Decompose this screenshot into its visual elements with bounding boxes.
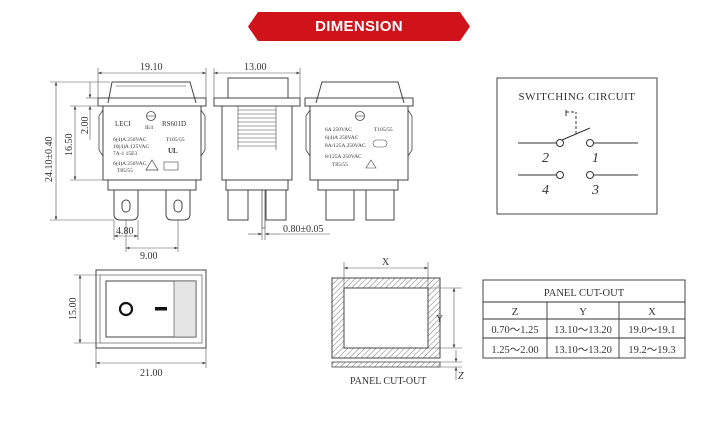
front-terminal-left (113, 190, 139, 221)
panel-label-z: Z (458, 371, 464, 382)
front-label: LECI IE4 RS601D T105/55 6(4)A 250VAC 10(… (113, 120, 186, 174)
off-symbol-icon (118, 301, 134, 317)
back-flange (304, 97, 414, 107)
dim-top-height: 15.00 (68, 298, 79, 321)
table-cell: 0.70～1.25 (491, 325, 538, 336)
label-model: RS601D (162, 120, 186, 128)
side-body (221, 105, 293, 181)
back-label-line-2: 8A/125A 250VAC (325, 143, 366, 149)
dim-pin-pitch: 9.00 (140, 251, 158, 262)
label-temp: T105/55 (166, 137, 185, 143)
label-ul-mark: UL (168, 147, 178, 155)
side-cap (227, 77, 289, 99)
switching-circuit-box: SWITCHING CIRCUIT 2 1 4 3 (496, 77, 658, 215)
panel-cutout-drawing: X Y Z PANEL CUT-OUT (331, 257, 464, 387)
label-line-0: 6(4)A 250VAC (113, 136, 147, 143)
warning-triangle (145, 159, 159, 171)
table-cell: 19.0～19.1 (628, 325, 675, 336)
dim-front-height-body: 16.50 (64, 134, 75, 157)
label-line-1: 10(4)A 125VAC (113, 143, 149, 150)
back-view (304, 81, 414, 221)
side-terminal-blade (261, 189, 266, 229)
front-base (107, 179, 197, 191)
label-brand: LECI (115, 120, 131, 128)
top-view (95, 269, 207, 349)
back-label-line-0: 6A 250VAC (325, 127, 352, 133)
pin-label-3: 3 (591, 183, 599, 198)
front-flange (97, 97, 207, 107)
back-label-rating: 8/125A 250VAC (325, 154, 362, 160)
front-screw (146, 111, 156, 121)
panel-thickness (331, 361, 441, 368)
back-terminal-right (365, 189, 395, 221)
panel-label-x: X (382, 257, 390, 268)
table-cell: 13.10～13.20 (554, 325, 612, 336)
cert-logo (163, 161, 179, 171)
table-title: PANEL CUT-OUT (544, 288, 625, 299)
side-view (213, 77, 301, 229)
circuit-title: SWITCHING CIRCUIT (519, 91, 636, 103)
dim-front-cap: 2.00 (80, 117, 91, 135)
label-mark: IE4 (145, 125, 153, 131)
back-label-temp: T105/55 (374, 127, 393, 133)
back-label: T105/55 6A 250VAC 6(4)A 250VAC 8A/125A 2… (325, 127, 393, 168)
side-flange (213, 97, 301, 107)
panel-hole (343, 287, 429, 349)
back-terminal-left (325, 189, 355, 221)
back-label-cert: T85/55 (332, 162, 348, 168)
table-header-y: Y (579, 307, 587, 318)
panel-label-y: Y (436, 314, 443, 325)
pin-label-2: 2 (542, 151, 549, 166)
on-symbol-icon (155, 307, 167, 311)
pin-label-4: 4 (542, 183, 549, 198)
back-label-line-1: 6(4)A 250VAC (325, 134, 359, 141)
circuit-frame (496, 77, 658, 215)
banner-shape (248, 12, 470, 41)
dim-terminal-thickness: 0.80±0.05 (283, 224, 324, 235)
rocker-cap (107, 81, 197, 104)
table-cell: 13.10～13.20 (554, 345, 612, 356)
dim-top-width: 21.00 (140, 368, 163, 379)
dim-front-width: 19.10 (140, 62, 163, 73)
table-cell: 1.25～2.00 (491, 345, 538, 356)
front-view (97, 81, 207, 221)
dim-pin-width: 4.80 (116, 226, 134, 237)
pin-label-1: 1 (592, 151, 599, 166)
top-dimensions (74, 274, 207, 368)
top-outline (95, 269, 207, 349)
side-terminal-left (227, 189, 249, 221)
back-cert-logo (372, 139, 388, 148)
table-header-x: X (648, 307, 656, 318)
label-rating: 6(4)A 250VAC (113, 160, 147, 167)
side-base (225, 179, 289, 191)
label-cert: T85/55 (117, 168, 133, 174)
banner-title: DIMENSION (315, 18, 403, 35)
table-header-z: Z (512, 307, 518, 318)
front-terminal-right (165, 190, 191, 221)
circuit-symbol (518, 110, 638, 179)
label-line-2: 7A-1 15E3 (113, 151, 138, 157)
side-dimensions (213, 68, 330, 240)
panel-caption: PANEL CUT-OUT (350, 376, 426, 387)
dim-side-depth: 13.00 (244, 62, 267, 73)
dimension-banner: DIMENSION (248, 12, 470, 41)
table-cell: 19.2～19.3 (628, 345, 675, 356)
front-dimensions (50, 68, 207, 252)
dim-front-height-total: 24.10±0.40 (44, 137, 55, 183)
panel-cutout-table: PANEL CUT-OUT Z Y X 0.70～1.25 13.10～13.2… (482, 279, 686, 359)
back-cap (315, 81, 405, 104)
side-terminal-right (265, 189, 287, 221)
top-rocker-shade (173, 280, 197, 338)
